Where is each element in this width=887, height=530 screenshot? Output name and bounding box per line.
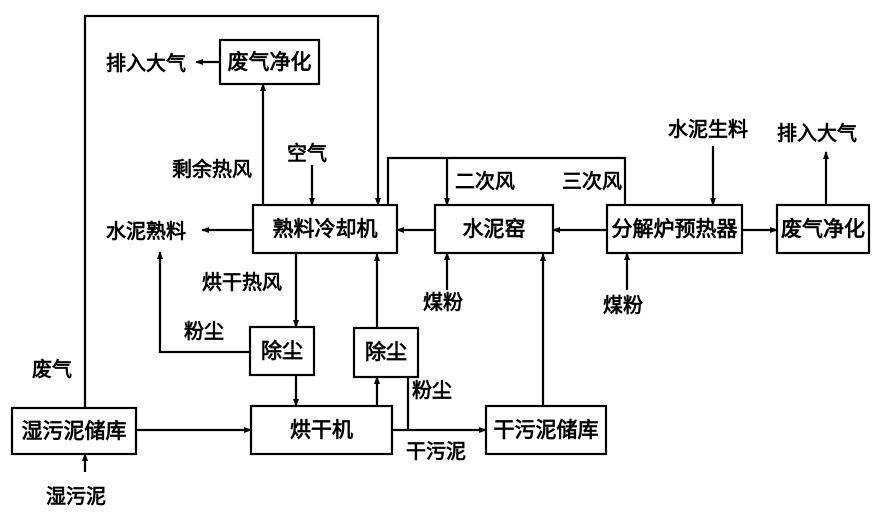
box-label: 熟料冷却机 <box>273 217 378 241</box>
box-label: 干污泥储库 <box>494 418 599 442</box>
label-dust-left: 粉尘 <box>184 319 224 343</box>
box-label: 湿污泥储库 <box>22 419 127 443</box>
label-coal-precalciner: 煤粉 <box>603 293 643 317</box>
label-dust-right: 粉尘 <box>412 378 452 402</box>
waste-gas-loop-line <box>83 14 381 408</box>
connector-lines <box>82 14 829 472</box>
label-wet-sludge: 湿污泥 <box>46 484 106 508</box>
box-wet-sludge-storage: 湿污泥储库 <box>10 406 138 456</box>
box-dust-removal-left: 除尘 <box>248 325 316 377</box>
label-raw-meal: 水泥生料 <box>668 117 748 141</box>
box-exhaust-purify-left: 废气净化 <box>218 38 321 86</box>
box-label: 分解炉预热器 <box>612 217 739 241</box>
label-air: 空气 <box>287 141 327 165</box>
label-cement-clinker: 水泥熟料 <box>106 219 186 243</box>
label-tertiary-air: 三次风 <box>562 169 622 193</box>
label-coal-kiln: 煤粉 <box>423 290 463 314</box>
box-dust-removal-right: 除尘 <box>352 326 420 379</box>
box-label: 烘干机 <box>290 418 353 442</box>
box-clinker-cooler: 熟料冷却机 <box>251 203 399 255</box>
box-label: 除尘 <box>365 340 407 364</box>
box-label: 水泥窑 <box>463 217 526 241</box>
box-label: 除尘 <box>261 339 303 363</box>
box-exhaust-purify-right: 废气净化 <box>775 203 871 255</box>
secondary-tertiary-air-line <box>386 156 627 205</box>
label-residual-hot-air: 剩余热风 <box>172 157 252 181</box>
label-discharge-left: 排入大气 <box>106 51 186 75</box>
box-precalciner: 分解炉预热器 <box>605 203 744 255</box>
dust-left-line <box>157 251 250 354</box>
box-cement-kiln: 水泥窑 <box>433 203 555 255</box>
box-label: 废气净化 <box>228 50 312 74</box>
label-dry-sludge: 干污泥 <box>406 439 466 463</box>
box-dryer: 烘干机 <box>249 404 394 456</box>
label-secondary-air: 二次风 <box>455 169 515 193</box>
label-waste-gas: 废气 <box>32 357 72 381</box>
box-dry-sludge-storage: 干污泥储库 <box>484 404 608 456</box>
box-label: 废气净化 <box>781 217 865 241</box>
label-discharge-right: 排入大气 <box>777 121 857 145</box>
label-drying-hot-air: 烘干热风 <box>202 270 282 294</box>
flow-labels: 排入大气 排入大气 剩余热风 空气 二次风 三次风 水泥生料 水泥熟料 烘干热风… <box>32 51 857 508</box>
